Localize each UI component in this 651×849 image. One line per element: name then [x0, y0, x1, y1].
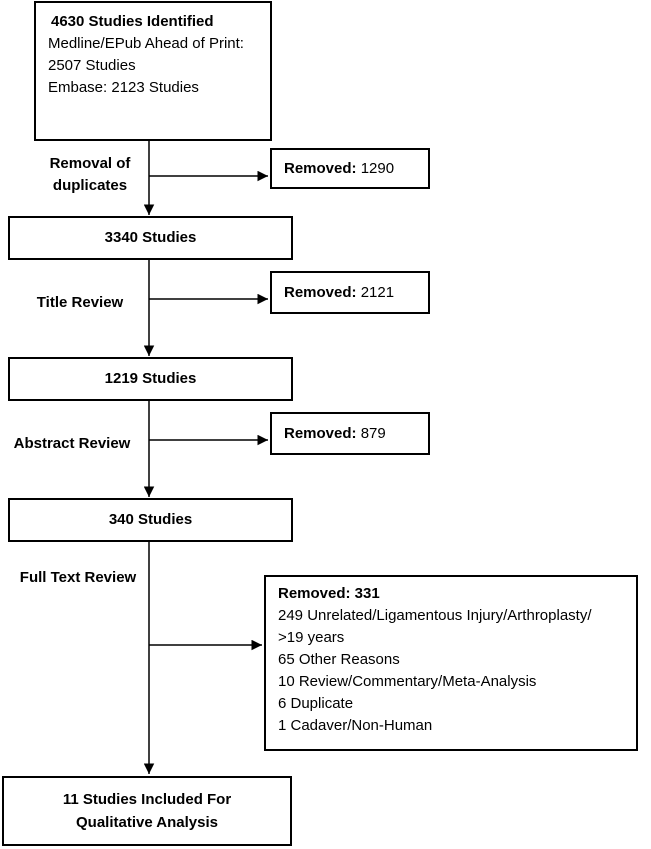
removed-box-879: Removed: 879: [270, 412, 430, 455]
step-label-full-text-review: Full Text Review: [19, 569, 137, 586]
identified-line: Medline/EPub Ahead of Print:: [48, 35, 244, 52]
final-line: Qualitative Analysis: [75, 814, 218, 831]
studies-box-3340: 3340 Studies: [8, 216, 293, 260]
removed-title: Removed: 331: [278, 585, 380, 602]
identified-line: Embase: 2123 Studies: [48, 79, 199, 96]
identified-title: 4630 Studies Identified: [51, 13, 214, 30]
removed-reason: 65 Other Reasons: [278, 651, 400, 668]
step-label-line: duplicates: [52, 177, 128, 194]
studies-count: 340 Studies: [108, 511, 193, 528]
removed-box-1290: Removed: 1290: [270, 148, 430, 189]
studies-count: 1219 Studies: [104, 370, 197, 387]
step-label-removal-duplicates: Removal of duplicates: [40, 153, 140, 197]
removed-label: Removed:: [284, 160, 357, 177]
final-box: 11 Studies Included For Qualitative Anal…: [2, 776, 292, 846]
removed-label: Removed:: [284, 284, 357, 301]
removed-value: 1290: [356, 160, 395, 177]
identified-line: 2507 Studies: [48, 57, 136, 74]
removed-box-331: Removed: 331 249 Unrelated/Ligamentous I…: [264, 575, 638, 751]
final-line: 11 Studies Included For: [62, 791, 232, 808]
studies-count: 3340 Studies: [104, 229, 197, 246]
removed-reason: >19 years: [278, 629, 345, 646]
removed-reason: 10 Review/Commentary/Meta-Analysis: [278, 673, 537, 690]
removed-reason: 6 Duplicate: [278, 695, 354, 712]
removed-label: Removed:: [284, 425, 357, 442]
studies-box-340: 340 Studies: [8, 498, 293, 542]
removed-reason: 249 Unrelated/Ligamentous Injury/Arthrop…: [278, 607, 592, 624]
identified-box: 4630 Studies Identified Medline/EPub Ahe…: [34, 1, 272, 141]
removed-box-2121: Removed: 2121: [270, 271, 430, 314]
step-label-line: Removal of: [49, 155, 131, 172]
step-label-abstract-review: Abstract Review: [13, 435, 131, 452]
removed-value: 879: [356, 425, 386, 442]
studies-box-1219: 1219 Studies: [8, 357, 293, 401]
removed-reason: 1 Cadaver/Non-Human: [278, 717, 433, 734]
removed-value: 2121: [356, 284, 395, 301]
step-label-title-review: Title Review: [36, 294, 124, 311]
